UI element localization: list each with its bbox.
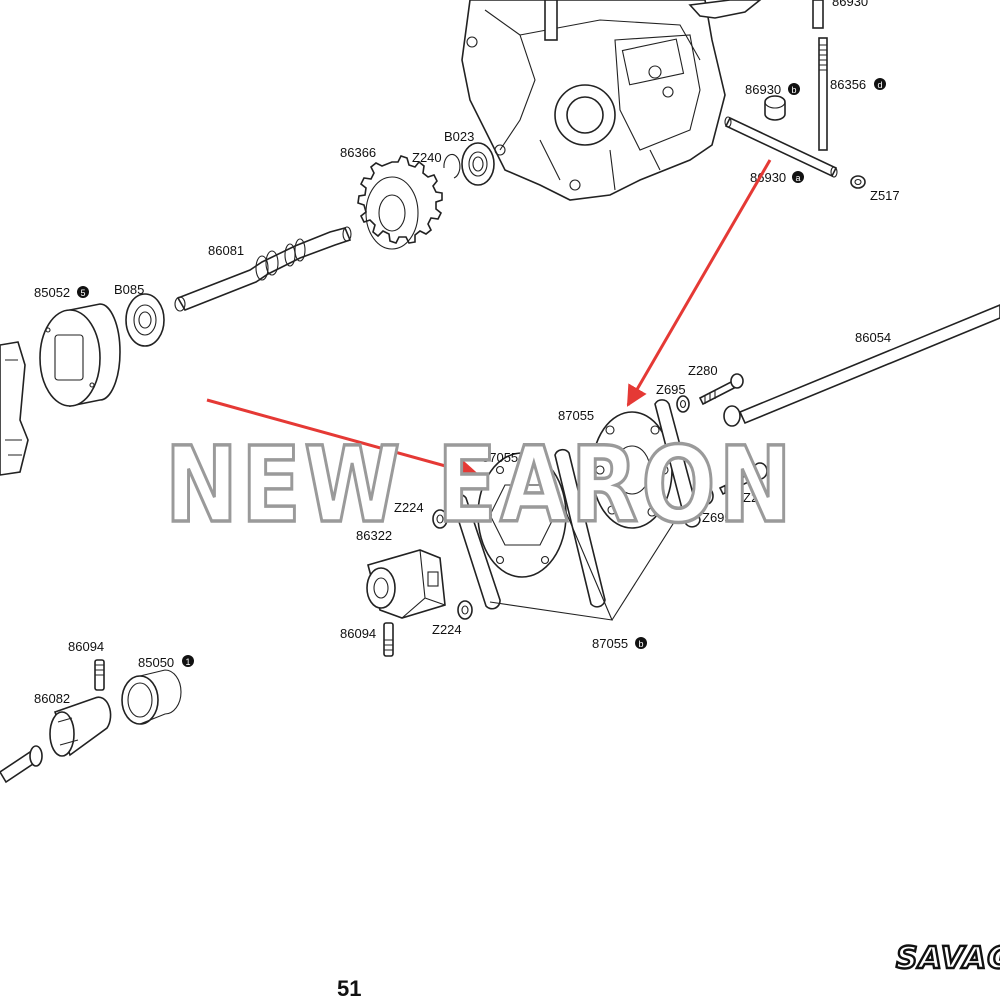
spacer-86930b — [764, 95, 786, 121]
page-number: 51 — [337, 976, 361, 1000]
label-z280-top: Z280 — [688, 363, 718, 378]
coupler-86322 — [366, 549, 446, 619]
label-b023: B023 — [444, 129, 474, 144]
label-85050: 85050 — [138, 655, 174, 670]
set-screw-86094-left — [94, 659, 105, 691]
gearbox-housing — [461, 0, 726, 201]
badge-a-text: a — [795, 173, 800, 183]
shaft-86081 — [174, 226, 352, 312]
washer-z224-top — [432, 509, 448, 529]
outdrive-86082 — [49, 696, 112, 757]
brake-plate-left — [451, 493, 501, 610]
coupler-85050 — [121, 669, 182, 725]
label-86094-left: 86094 — [68, 639, 104, 654]
left-partial-part — [0, 341, 29, 476]
bearing-b023 — [461, 142, 495, 186]
label-86082: 86082 — [34, 691, 70, 706]
label-z695-bottom: Z695 — [702, 510, 732, 525]
label-87055-center: 87055 — [482, 450, 518, 465]
label-z224-top: Z224 — [394, 500, 424, 515]
shaft-86356 — [818, 37, 828, 151]
washer-z695-bottom — [700, 487, 714, 505]
screw-z517 — [850, 175, 866, 189]
watermark-text: NEW EARON — [165, 424, 795, 546]
leader-lines-87055b — [489, 497, 686, 621]
label-z517: Z517 — [870, 188, 900, 203]
label-86054: 86054 — [855, 330, 891, 345]
bearing-b085 — [125, 293, 165, 347]
washer-z224-bottom — [457, 600, 473, 620]
label-87055b: 87055 — [592, 636, 628, 651]
badge-1-text: 1 — [185, 657, 190, 667]
label-z240: Z240 — [412, 150, 442, 165]
clutch-85052 — [39, 303, 121, 407]
label-86322: 86322 — [356, 528, 392, 543]
label-86094-center: 86094 — [340, 626, 376, 641]
brake-plate-middle — [554, 448, 606, 608]
rod-86930a — [724, 116, 838, 178]
badge-b-icon — [788, 83, 800, 95]
label-z224-bottom: Z224 — [432, 622, 462, 637]
label-z280-bottom: Z280 — [743, 490, 773, 505]
label-b085: B085 — [114, 282, 144, 297]
label-85052: 85052 — [34, 285, 70, 300]
label-86930b: 86930 — [745, 82, 781, 97]
brake-plate-right — [654, 399, 701, 528]
pin-z280-top — [698, 373, 744, 406]
badge-b-text: b — [791, 85, 796, 95]
brake-disc-87055-right — [591, 411, 673, 529]
label-86081: 86081 — [208, 243, 244, 258]
label-87055-right: 87055 — [558, 408, 594, 423]
badge-d-icon — [874, 78, 886, 90]
shaft-86054 — [723, 304, 1000, 427]
red-arrow-right — [626, 159, 772, 407]
washer-z695-top — [676, 395, 690, 413]
badge-b2-icon — [635, 637, 647, 649]
gear-86366 — [357, 155, 443, 250]
badge-b2-text: b — [638, 639, 643, 649]
clip-z240 — [443, 153, 461, 179]
brand-logo: SAVAG — [896, 941, 1000, 976]
label-86366: 86366 — [340, 145, 376, 160]
label-z695-top: Z695 — [656, 382, 686, 397]
red-arrow-left — [206, 398, 481, 481]
set-screw-86094-center — [383, 622, 394, 657]
badge-1-icon — [182, 655, 194, 667]
pin-z280-bottom — [718, 462, 768, 496]
badge-a-icon — [792, 171, 804, 183]
label-top-partial: 86930 — [832, 0, 868, 9]
pin-top — [812, 0, 824, 29]
badge-5-icon — [77, 286, 89, 298]
label-86356d: 86356 — [830, 77, 866, 92]
brake-disc-87055-center — [477, 452, 567, 578]
badge-d-text: d — [877, 80, 882, 90]
badge-5-text: 5 — [80, 288, 85, 298]
dogbone-partial — [0, 745, 43, 784]
shift-fork-top — [688, 0, 824, 29]
